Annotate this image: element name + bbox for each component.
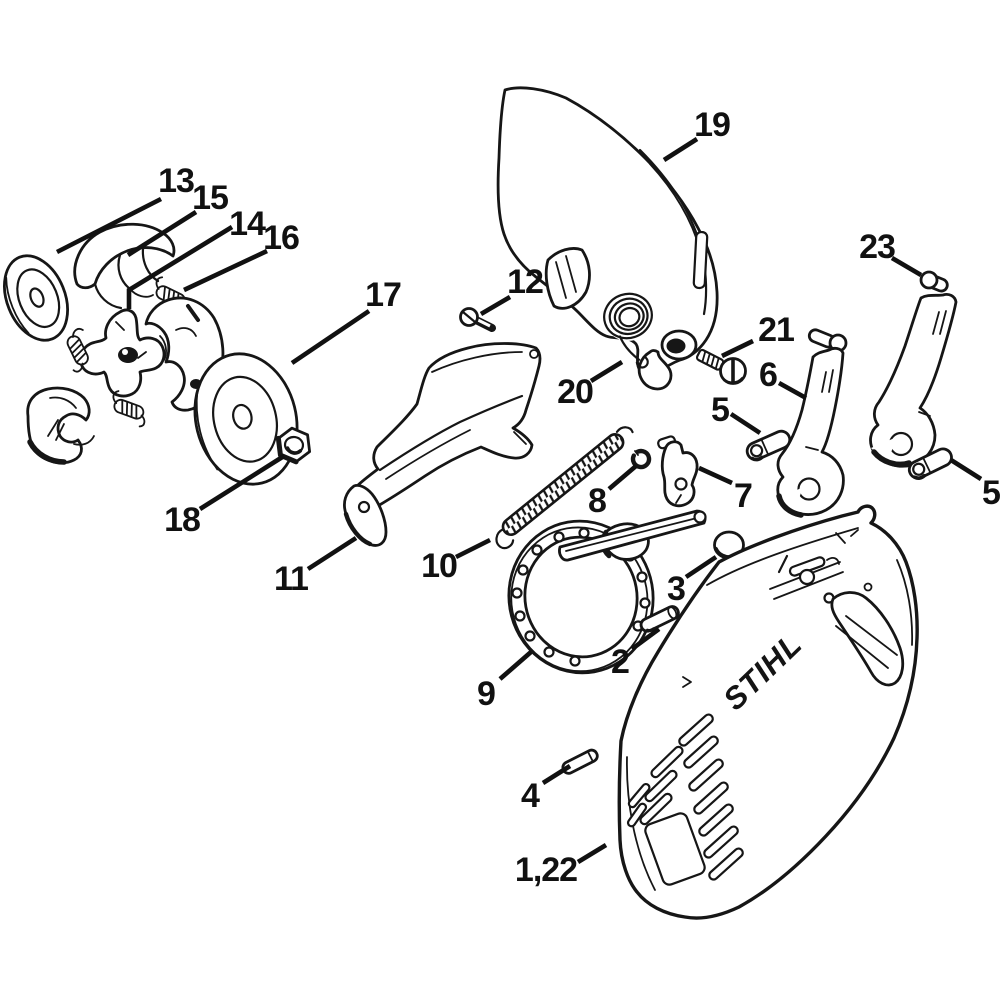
leader-11 — [306, 536, 358, 571]
leader-20 — [589, 360, 624, 383]
part-label-20: 20 — [557, 373, 593, 411]
part-label-10: 10 — [421, 547, 457, 585]
leader-15 — [126, 210, 198, 257]
cover-label-plate — [644, 812, 706, 886]
part-label-6: 6 — [759, 356, 777, 394]
tension-spring — [495, 426, 634, 550]
part-label-2: 2 — [611, 643, 629, 681]
clutch-shoe-left — [26, 386, 95, 465]
e-clip — [630, 448, 652, 470]
leader-6 — [777, 380, 808, 401]
leader-23 — [890, 256, 923, 277]
leader-14 — [126, 225, 234, 309]
part-label-12: 12 — [507, 263, 543, 301]
leader-13 — [55, 196, 163, 255]
leader-8 — [607, 464, 638, 491]
leader-5-right — [949, 458, 983, 481]
hand-guard — [496, 86, 719, 391]
leader-4 — [541, 764, 572, 785]
brake-lever-6 — [776, 328, 848, 518]
screw-12 — [459, 307, 496, 332]
part-label-5-right: 5 — [982, 474, 1000, 512]
leader-3 — [684, 555, 718, 579]
pin-2 — [639, 605, 680, 633]
part-label-3: 3 — [667, 570, 685, 608]
cover-latch-detail — [769, 529, 859, 600]
part-label-13: 13 — [158, 162, 194, 200]
cover-louvers — [626, 713, 744, 881]
part-label-21: 21 — [758, 311, 794, 349]
leader-7 — [698, 465, 733, 486]
part-label-16: 16 — [263, 219, 299, 257]
part-label-8: 8 — [588, 482, 606, 520]
clutch-carrier — [79, 308, 166, 398]
brake-lever-23 — [869, 270, 958, 468]
pin-4 — [561, 748, 599, 775]
part-label-4: 4 — [521, 777, 540, 815]
leader-16 — [183, 248, 268, 293]
leader-19 — [662, 137, 699, 162]
brake-lever-spring — [603, 291, 653, 369]
leader-10 — [454, 537, 492, 560]
cover-tick-mark — [682, 676, 692, 688]
leader-lines — [55, 137, 983, 864]
latch-7 — [657, 435, 699, 508]
part-label-19: 19 — [694, 106, 730, 144]
brake-band — [507, 509, 707, 675]
leader-2 — [630, 627, 661, 651]
part-label-9: 9 — [477, 675, 495, 713]
part-label-15: 15 — [192, 179, 228, 217]
sprocket-cover: STIHL — [617, 504, 919, 920]
part-label-17: 17 — [365, 276, 401, 314]
screw-21 — [695, 348, 747, 385]
cover-grip — [830, 591, 905, 687]
part-label-7: 7 — [734, 477, 752, 515]
collar-nut — [275, 426, 312, 465]
part-label-11: 11 — [274, 560, 308, 598]
leader-1-22 — [576, 843, 608, 864]
cover-plate-disc — [193, 352, 299, 486]
clutch-washer — [3, 254, 69, 342]
part-label-23: 23 — [859, 228, 895, 266]
leader-9 — [498, 650, 533, 681]
leader-18 — [198, 454, 286, 511]
part-label-18: 18 — [164, 501, 200, 539]
leader-5-left — [729, 412, 762, 435]
part-label-5-left: 5 — [711, 391, 729, 429]
tensioner-housing — [343, 342, 542, 547]
leader-12 — [479, 295, 512, 316]
leader-17 — [290, 309, 371, 365]
part-label-14: 14 — [229, 205, 266, 243]
part-label-1-22: 1,22 — [515, 851, 577, 889]
part-labels: 13 15 14 16 17 18 12 19 20 21 6 5 23 5 7… — [158, 106, 1000, 889]
guard-trigger-tab — [544, 247, 591, 310]
leader-21 — [720, 338, 755, 359]
